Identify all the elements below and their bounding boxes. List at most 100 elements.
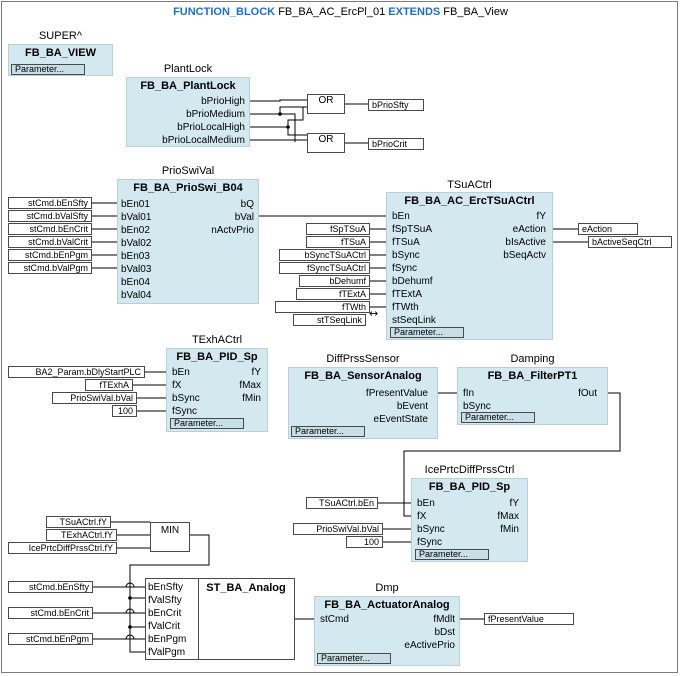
pin-bEnCrit: bEnCrit xyxy=(148,608,182,619)
bidirectional-arrow-icon: ↔ xyxy=(369,307,379,320)
parameter-button[interactable]: Parameter... xyxy=(390,327,464,338)
block-fb-ba-view[interactable]: FB_BA_VIEW Parameter... xyxy=(8,44,113,76)
var-fSpTSuA[interactable]: fSpTSuA xyxy=(306,223,370,235)
diffprss-instance-label: DiffPrssSensor xyxy=(326,353,400,365)
var-PrioSwiVal-bVal[interactable]: PrioSwiVal.bVal xyxy=(52,392,137,404)
block-type-label: FB_BA_PID_Sp xyxy=(176,351,258,363)
block-type-label: FB_BA_FilterPT1 xyxy=(487,370,578,382)
pin-bPrioLocalMedium: bPrioLocalMedium xyxy=(162,135,245,146)
pin-bQ: bQ xyxy=(240,199,254,210)
pin-bEn: bEn xyxy=(417,498,435,509)
var-stCmd-bValSfty[interactable]: stCmd.bValSfty xyxy=(8,210,92,222)
pin-fTSuA: fTSuA xyxy=(392,237,420,248)
pin-bSync: bSync xyxy=(172,393,200,404)
var-fSync-100[interactable]: 100 xyxy=(346,536,383,548)
var-stCmd-bEnPgm[interactable]: stCmd.bEnPgm xyxy=(8,249,92,261)
pin-fMax: fMax xyxy=(239,380,261,391)
parameter-button[interactable]: Parameter... xyxy=(461,412,535,423)
super-instance-label: SUPER^ xyxy=(38,30,83,42)
var-stTSeqLink[interactable]: stTSeqLink xyxy=(293,314,366,326)
pin-fTExtA: fTExtA xyxy=(392,289,423,300)
block-fb-ba-sensoranalog[interactable]: FB_BA_SensorAnalog fPresentValue bEvent … xyxy=(288,367,438,439)
var-fTSuA[interactable]: fTSuA xyxy=(306,236,370,248)
parameter-button[interactable]: Parameter... xyxy=(317,653,391,664)
struct-divider xyxy=(198,579,199,659)
block-fb-ba-pid-sp-texha[interactable]: FB_BA_PID_Sp bEn fX bSync fSync fY fMax … xyxy=(166,348,268,432)
var-eAction[interactable]: eAction xyxy=(578,223,638,235)
pin-bEn02: bEn02 xyxy=(121,225,150,236)
pin-fIn: fIn xyxy=(463,388,475,399)
pin-bPrioMedium: bPrioMedium xyxy=(186,109,245,120)
pin-fValSfty: fValSfty xyxy=(148,595,182,606)
parameter-button[interactable]: Parameter... xyxy=(170,418,244,429)
prioswi-instance-label: PrioSwiVal xyxy=(161,165,215,177)
var-stCmd-bEnCrit[interactable]: stCmd.bEnCrit xyxy=(8,223,92,235)
pin-bEnSfty: bEnSfty xyxy=(148,582,184,593)
var-bActiveSeqCtrl[interactable]: bActiveSeqCtrl xyxy=(588,236,672,248)
pin-fY: fY xyxy=(509,498,519,509)
pin-stCmd: stCmd xyxy=(320,614,349,625)
var-fTExhA[interactable]: fTExhA xyxy=(85,379,133,391)
var-bSyncTSuACtrl[interactable]: bSyncTSuACtrl xyxy=(279,249,370,261)
var-IcePrtcDiffPrssCtrl-fY[interactable]: IcePrtcDiffPrssCtrl.fY xyxy=(8,542,117,554)
pin-bEn01: bEn01 xyxy=(121,199,150,210)
block-type-label: FB_BA_AC_ErcTSuACtrl xyxy=(404,195,535,207)
var-PrioSwiVal-bVal[interactable]: PrioSwiVal.bVal xyxy=(293,523,383,535)
var-stCmd-bValPgm[interactable]: stCmd.bValPgm xyxy=(8,262,92,274)
pin-bSync: bSync xyxy=(417,524,445,535)
pin-fX: fX xyxy=(417,511,427,522)
var-stCmd-bEnCrit[interactable]: stCmd.bEnCrit xyxy=(8,607,93,619)
var-TExhACtrl-fY[interactable]: TExhACtrl.fY xyxy=(46,529,117,541)
var-fSyncTSuACtrl[interactable]: fSyncTSuACtrl xyxy=(279,262,370,274)
wire-min-out xyxy=(129,534,210,599)
dmp-instance-label: Dmp xyxy=(375,582,399,594)
block-fb-ba-ac-erctsuactrl[interactable]: FB_BA_AC_ErcTSuACtrl bEn fSpTSuA fTSuA b… xyxy=(386,192,553,340)
pin-fMax: fMax xyxy=(497,511,519,522)
parameter-button[interactable]: Parameter... xyxy=(291,426,365,437)
base-class-name: FB_BA_View xyxy=(443,6,508,18)
var-stCmd-bEnSfty[interactable]: stCmd.bEnSfty xyxy=(8,581,93,593)
var-stCmd-bValCrit[interactable]: stCmd.bValCrit xyxy=(8,236,92,248)
damping-instance-label: Damping xyxy=(510,353,555,365)
keyword-function-block: FUNCTION_BLOCK xyxy=(173,6,276,18)
block-fb-ba-filterpt1[interactable]: FB_BA_FilterPT1 fIn bSync fOut Parameter… xyxy=(457,367,608,425)
block-fb-ba-actuatoranalog[interactable]: FB_BA_ActuatorAnalog stCmd fMdlt bDst eA… xyxy=(314,596,460,666)
block-st-ba-analog[interactable]: ST_BA_Analog bEnSfty fValSfty bEnCrit fV… xyxy=(145,578,295,660)
wire-bPrioLocalHigh xyxy=(250,126,307,136)
wire-bPrioHigh xyxy=(250,99,307,102)
var-bPrioSfty[interactable]: bPrioSfty xyxy=(368,99,424,111)
block-type-label: FB_BA_SensorAnalog xyxy=(304,370,422,382)
var-bDehumf[interactable]: bDehumf xyxy=(299,275,370,287)
block-fb-ba-plantlock[interactable]: FB_BA_PlantLock bPrioHigh bPrioMedium bP… xyxy=(126,77,250,147)
pin-fY: fY xyxy=(251,367,261,378)
wire-fOut-fX xyxy=(403,392,621,517)
var-fSync-100[interactable]: 100 xyxy=(112,405,137,417)
block-type-label: FB_BA_VIEW xyxy=(25,47,96,59)
var-stCmd-bEnSfty[interactable]: stCmd.bEnSfty xyxy=(8,197,92,209)
min-gate[interactable]: MIN xyxy=(150,522,190,552)
pin-fTWth: fTWth xyxy=(392,302,419,313)
parameter-button[interactable]: Parameter... xyxy=(11,64,85,75)
var-stCmd-bEnPgm[interactable]: stCmd.bEnPgm xyxy=(8,633,93,645)
var-fTWth[interactable]: fTWth xyxy=(275,301,370,313)
pin-fValPgm: fValPgm xyxy=(148,647,186,658)
var-fPresentValue[interactable]: fPresentValue xyxy=(484,613,574,625)
var-bPrioCrit[interactable]: bPrioCrit xyxy=(368,138,424,150)
pin-fY: fY xyxy=(536,211,546,222)
var-fTExtA[interactable]: fTExtA xyxy=(296,288,370,300)
plantlock-instance-label: PlantLock xyxy=(163,63,213,75)
block-fb-ba-pid-sp-iceprtc[interactable]: FB_BA_PID_Sp bEn fX bSync fSync fY fMax … xyxy=(411,478,528,562)
parameter-button[interactable]: Parameter... xyxy=(415,549,489,560)
var-TSuACtrl-bEn[interactable]: TSuACtrl.bEn xyxy=(306,497,378,509)
page-title: FUNCTION_BLOCK FB_BA_AC_ErcPl_01 EXTENDS… xyxy=(0,5,681,19)
var-BA2Param-bDlyStartPLC[interactable]: BA2_Param.bDlyStartPLC xyxy=(8,366,145,378)
var-TSuACtrl-fY[interactable]: TSuACtrl.fY xyxy=(46,516,111,528)
or-gate-1[interactable]: OR xyxy=(307,94,345,114)
pin-bPrioLocalHigh: bPrioLocalHigh xyxy=(177,122,245,133)
pin-fX: fX xyxy=(172,380,182,391)
keyword-extends: EXTENDS xyxy=(388,6,441,18)
block-fb-ba-prioswi-b04[interactable]: FB_BA_PrioSwi_B04 bEn01 bVal01 bEn02 bVa… xyxy=(117,179,259,304)
or-gate-2[interactable]: OR xyxy=(307,133,345,153)
